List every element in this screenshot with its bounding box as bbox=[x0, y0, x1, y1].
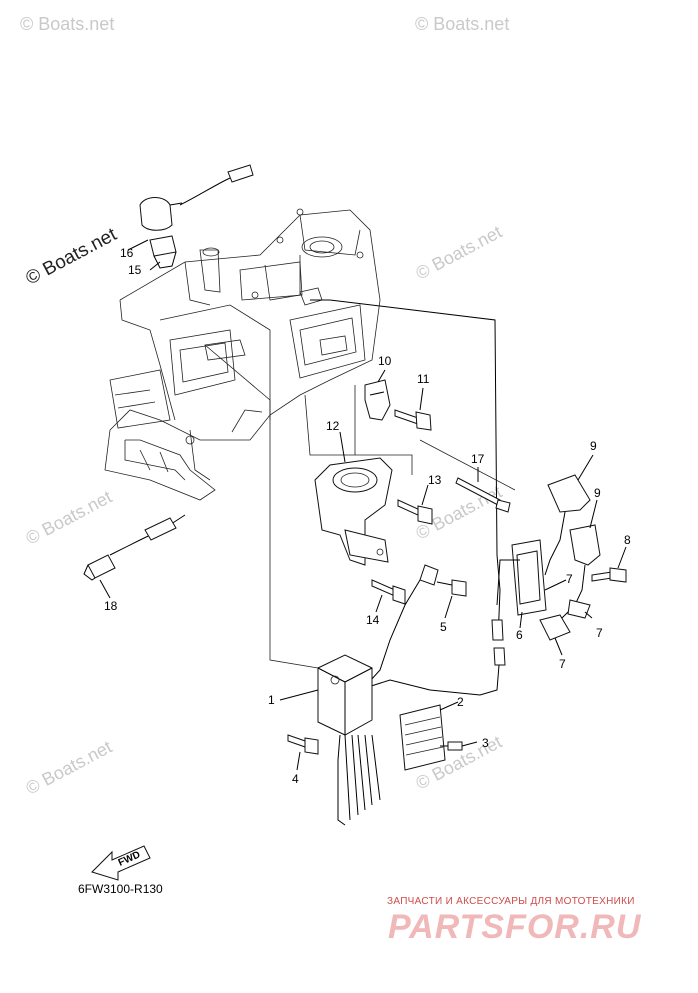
callout-7: 7 bbox=[559, 657, 566, 671]
guide-line bbox=[419, 439, 516, 491]
callout-9: 9 bbox=[594, 486, 601, 500]
guide-line bbox=[204, 344, 319, 669]
watermark-dark: © Boats.net bbox=[22, 224, 120, 290]
watermarks: © Boats.net © Boats.net © Boats.net © Bo… bbox=[20, 14, 509, 799]
callout-7: 7 bbox=[566, 572, 573, 586]
callout-5: 5 bbox=[440, 620, 447, 634]
callout-13: 13 bbox=[428, 473, 442, 487]
callout-16: 16 bbox=[120, 246, 134, 260]
watermark: © Boats.net bbox=[412, 222, 505, 284]
callout-4: 4 bbox=[292, 772, 299, 786]
ignition-coil-6 bbox=[496, 539, 547, 616]
sensor-15 bbox=[149, 235, 177, 269]
cdi-unit-1 bbox=[317, 654, 381, 826]
brand-tagline: ЗАПЧАСТИ И АКСЕССУАРЫ ДЛЯ МОТОТЕХНИКИ bbox=[387, 896, 635, 907]
watermark: © Boats.net bbox=[22, 737, 115, 799]
screw-3 bbox=[440, 741, 463, 751]
callout-10: 10 bbox=[378, 354, 392, 368]
callout-8: 8 bbox=[624, 533, 631, 547]
guide-line bbox=[304, 394, 413, 475]
callout-14: 14 bbox=[366, 613, 380, 627]
reference-code: 6FW3100-R130 bbox=[78, 882, 163, 896]
brand-name: PARTSFOR.RU bbox=[388, 908, 642, 946]
brand-footer: ЗАПЧАСТИ И АКСЕССУАРЫ ДЛЯ МОТОТЕХНИКИ PA… bbox=[387, 896, 642, 946]
callouts: 16 15 10 11 12 13 17 9 9 8 7 7 7 6 5 14 … bbox=[104, 246, 631, 786]
callout-2: 2 bbox=[457, 695, 464, 709]
plug-cap-9-upper bbox=[544, 474, 591, 576]
callout-15: 15 bbox=[128, 263, 142, 277]
bolt-13 bbox=[397, 499, 433, 525]
leader-lines bbox=[99, 239, 627, 771]
engine-block bbox=[104, 208, 381, 501]
callout-11: 11 bbox=[417, 372, 430, 386]
bolt-4 bbox=[287, 734, 319, 755]
cable-tie-17 bbox=[455, 477, 511, 513]
callout-12: 12 bbox=[326, 419, 340, 433]
watermark: © Boats.net bbox=[20, 14, 114, 34]
watermark: © Boats.net bbox=[22, 487, 115, 549]
callout-17: 17 bbox=[471, 452, 485, 466]
watermark: © Boats.net bbox=[415, 14, 509, 34]
callout-3: 3 bbox=[482, 736, 489, 750]
fwd-arrow: FWD bbox=[91, 845, 151, 881]
callout-7: 7 bbox=[596, 626, 603, 640]
plug-cap-9-lower bbox=[539, 524, 601, 641]
sensor-18 bbox=[83, 514, 186, 581]
bolt-8 bbox=[591, 567, 627, 583]
callout-1: 1 bbox=[268, 693, 275, 707]
callout-6: 6 bbox=[516, 628, 523, 642]
terminal-block-2 bbox=[399, 704, 446, 771]
callout-18: 18 bbox=[104, 599, 118, 613]
connectors bbox=[364, 619, 506, 696]
bolt-14 bbox=[371, 579, 406, 605]
bracket-12 bbox=[314, 457, 393, 566]
terminal-5 bbox=[361, 564, 467, 691]
main-lead bbox=[329, 299, 501, 641]
clip-10 bbox=[364, 379, 391, 421]
callout-9: 9 bbox=[590, 439, 597, 453]
sensor-16 bbox=[139, 164, 254, 231]
bolt-11 bbox=[394, 409, 432, 431]
